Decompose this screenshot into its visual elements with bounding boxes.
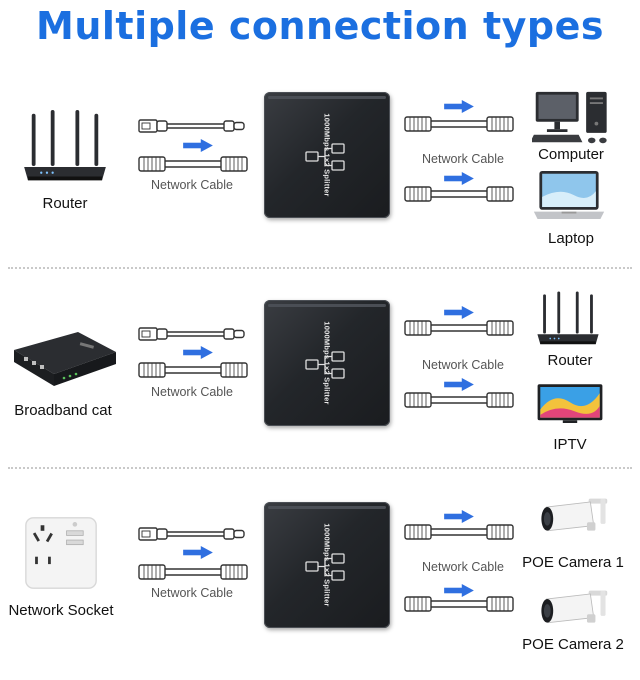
- input-arrow: [183, 546, 213, 559]
- camera-icon: [538, 588, 614, 632]
- input-network-cable: [138, 360, 248, 380]
- output-network-cable-2: [404, 390, 514, 410]
- camera-icon: [538, 496, 614, 540]
- output-network-cable-1: [404, 522, 514, 542]
- router-icon: [536, 290, 600, 350]
- network-icon: [304, 552, 348, 582]
- usb-power-cable: [138, 116, 248, 136]
- input-arrow: [183, 346, 213, 359]
- splitter-device: 1000Mbps 1×2 Splitter: [264, 300, 390, 426]
- connection-section-1: Router Network Cable 1000Mbps 1×2 Splitt…: [0, 72, 640, 272]
- output-network-cable-1: [404, 318, 514, 338]
- modem-icon: [8, 322, 118, 392]
- input-cable-label: Network Cable: [151, 178, 233, 192]
- wall-socket-icon: [24, 516, 98, 590]
- section-divider: [8, 267, 632, 269]
- computer-icon: [532, 90, 616, 146]
- page-title: Multiple connection types: [36, 4, 604, 48]
- tv-icon: [534, 382, 606, 428]
- output-network-cable-2: [404, 184, 514, 204]
- input-arrow: [183, 139, 213, 152]
- output-device-label-2: IPTV: [553, 436, 587, 453]
- output-device-label-1: Router: [547, 352, 593, 369]
- output-device-label-1: Computer: [538, 146, 604, 163]
- input-network-cable: [138, 154, 248, 174]
- splitter-device: 1000Mbps 1×2 Splitter: [264, 92, 390, 218]
- output-device-label-2: Laptop: [548, 230, 594, 247]
- usb-power-cable: [138, 324, 248, 344]
- network-icon: [304, 350, 348, 380]
- connection-section-3: Network Socket Network Cable 1000Mbps 1×…: [0, 480, 640, 680]
- output-cable-label: Network Cable: [422, 560, 504, 574]
- splitter-device: 1000Mbps 1×2 Splitter: [264, 502, 390, 628]
- output-device-label-1: POE Camera 1: [522, 554, 624, 571]
- section-divider: [8, 467, 632, 469]
- input-network-cable: [138, 562, 248, 582]
- input-cable-label: Network Cable: [151, 586, 233, 600]
- source-label: Network Socket: [8, 602, 114, 619]
- network-icon: [304, 142, 348, 172]
- output-network-cable-1: [404, 114, 514, 134]
- output-device-label-2: POE Camera 2: [522, 636, 624, 653]
- output-cable-label: Network Cable: [422, 358, 504, 372]
- output-cable-label: Network Cable: [422, 152, 504, 166]
- output-arrow-1: [444, 100, 474, 113]
- usb-power-cable: [138, 524, 248, 544]
- connection-section-2: Broadband cat Network Cable 1000Mbps 1×2…: [0, 280, 640, 480]
- output-network-cable-2: [404, 594, 514, 614]
- input-cable-label: Network Cable: [151, 385, 233, 399]
- laptop-icon: [532, 168, 606, 222]
- source-label: Router: [42, 195, 88, 212]
- router-icon: [22, 110, 108, 186]
- source-label: Broadband cat: [14, 402, 112, 419]
